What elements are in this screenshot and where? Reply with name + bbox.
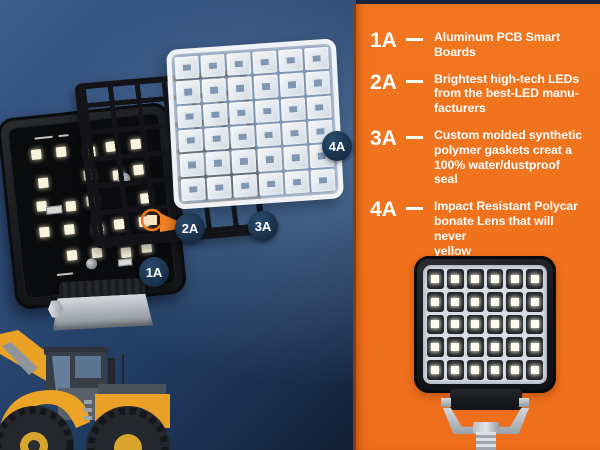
feature-description: Custom molded synthetic polymer gaskets … — [434, 127, 583, 187]
callout-label: 4A — [328, 138, 346, 154]
polycarbonate-lens — [166, 38, 344, 210]
callout-bubble-2a: 2A — [175, 213, 205, 243]
feature-label: 1A — [370, 29, 397, 52]
wheel-loader-photo — [0, 330, 170, 450]
bracket-nut — [473, 422, 499, 433]
assembled-light-photo — [414, 256, 556, 450]
dash-connector — [406, 207, 423, 211]
resistor-component — [45, 205, 63, 215]
mounting-stud — [476, 432, 496, 450]
dash-connector — [406, 38, 423, 41]
feature-label: 3A — [370, 126, 397, 150]
mount-side-bolt — [441, 398, 451, 407]
feature-row-1a: 1A Aluminum PCB Smart Boards — [370, 30, 586, 60]
silkscreen-mark — [58, 134, 69, 138]
highlighted-led-chip — [147, 215, 157, 225]
callout-bubble-3a: 3A — [248, 211, 278, 241]
capacitor-component — [85, 257, 98, 270]
feature-description: Impact Resistant Polycar bonate Lens tha… — [434, 199, 578, 258]
callout-label: 3A — [254, 218, 272, 234]
feature-row-3a: 3A Custom molded synthetic polymer gaske… — [370, 128, 586, 187]
feature-description: Aluminum PCB Smart Boards — [434, 30, 560, 59]
exploded-view-scene: 1A 2A 3A 4A — [0, 0, 356, 450]
feature-label: 2A — [370, 70, 397, 94]
dash-connector — [406, 135, 423, 139]
callout-label: 2A — [181, 220, 199, 236]
mount-side-bolt — [519, 398, 529, 407]
feature-label: 4A — [370, 198, 397, 222]
feature-description: Brightest high-tech LEDs from the best-L… — [434, 71, 580, 116]
light-led-grid — [423, 265, 547, 384]
feature-row-4a: 4A Impact Resistant Polycar bonate Lens … — [370, 199, 586, 258]
mounting-bracket — [51, 277, 154, 336]
light-housing — [414, 256, 556, 393]
feature-row-2a: 2A Brightest high-tech LEDs from the bes… — [370, 72, 586, 116]
callout-bubble-1a: 1A — [139, 257, 169, 287]
dash-connector — [406, 79, 423, 83]
callout-label: 1A — [145, 264, 163, 280]
bracket-foot — [51, 293, 153, 330]
light-mount-block — [450, 389, 522, 410]
callout-bubble-4a: 4A — [322, 131, 352, 161]
features-panel: 1A Aluminum PCB Smart Boards 2A Brightes… — [353, 4, 600, 450]
silkscreen-mark — [56, 272, 74, 277]
resistor-component — [117, 258, 133, 267]
